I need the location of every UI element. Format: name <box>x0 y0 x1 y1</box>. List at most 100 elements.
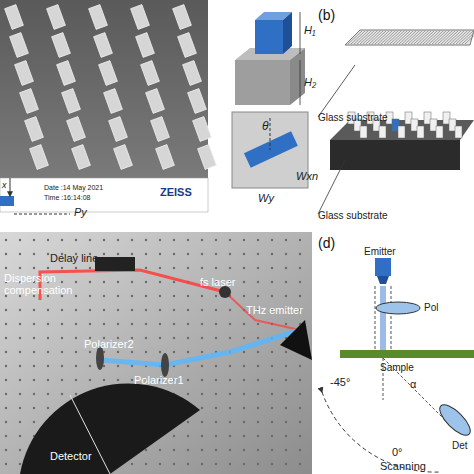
table-hole <box>19 351 21 353</box>
table-hole <box>243 407 245 409</box>
table-hole <box>257 393 259 395</box>
table-hole <box>5 435 7 437</box>
pillar <box>25 117 44 142</box>
top-glass <box>345 30 474 45</box>
grating-wire <box>372 31 386 44</box>
table-hole <box>201 393 203 395</box>
polarizer-mount <box>161 353 169 377</box>
table-hole <box>131 351 133 353</box>
table-hole <box>173 239 175 241</box>
table-hole <box>19 379 21 381</box>
table-hole <box>159 323 161 325</box>
panel-label: (b) <box>318 8 335 23</box>
table-hole <box>257 281 259 283</box>
table-hole <box>257 435 259 437</box>
table-hole <box>131 295 133 297</box>
table-hole <box>257 267 259 269</box>
pillar <box>198 145 217 170</box>
table-hole <box>215 253 217 255</box>
beam-edge <box>375 286 376 350</box>
pillar <box>193 117 212 142</box>
grating-wire <box>393 31 407 44</box>
grating-wire <box>444 31 458 44</box>
table-hole <box>47 365 49 367</box>
grating-wire <box>453 31 467 44</box>
table-hole <box>173 323 175 325</box>
table-hole <box>19 323 21 325</box>
table-hole <box>243 449 245 451</box>
dimension-label: Wxn <box>296 170 318 182</box>
table-hole <box>243 295 245 297</box>
table-hole <box>201 435 203 437</box>
table-hole <box>145 267 147 269</box>
table-hole <box>159 295 161 297</box>
table-hole <box>33 253 35 255</box>
table-hole <box>117 351 119 353</box>
grating-wire <box>438 31 452 44</box>
table-hole <box>89 267 91 269</box>
table-hole <box>215 463 217 465</box>
table-hole <box>5 449 7 451</box>
table-hole <box>257 351 259 353</box>
pillar <box>72 145 91 170</box>
table-hole <box>47 393 49 395</box>
table-hole <box>33 407 35 409</box>
table-hole <box>285 435 287 437</box>
table-hole <box>215 393 217 395</box>
sem-image <box>0 0 208 178</box>
unit-cell-piece <box>0 196 14 206</box>
table-hole <box>33 365 35 367</box>
pillar <box>146 89 165 114</box>
table-hole <box>243 337 245 339</box>
table-hole <box>19 449 21 451</box>
table-hole <box>5 351 7 353</box>
table-hole <box>285 295 287 297</box>
table-hole <box>285 351 287 353</box>
polarizer-symbol <box>376 302 420 314</box>
table-hole <box>117 239 119 241</box>
table-hole <box>173 295 175 297</box>
pillar <box>178 33 197 58</box>
table-hole <box>117 295 119 297</box>
table-hole <box>103 379 105 381</box>
table-hole <box>243 421 245 423</box>
table-hole <box>89 309 91 311</box>
panel-label: (d) <box>318 236 335 251</box>
pillar-side <box>283 12 292 54</box>
table-hole <box>47 253 49 255</box>
part-label: Det <box>452 440 468 451</box>
table-hole <box>257 239 259 241</box>
table-hole <box>271 365 273 367</box>
table-hole <box>145 337 147 339</box>
table-hole <box>5 463 7 465</box>
grating-wire <box>375 31 389 44</box>
table-hole <box>19 393 21 395</box>
table-hole <box>145 449 147 451</box>
table-hole <box>271 393 273 395</box>
grating-wire <box>390 31 404 44</box>
table-hole <box>61 365 63 367</box>
table-hole <box>33 351 35 353</box>
table-hole <box>201 323 203 325</box>
grating-wire <box>387 31 401 44</box>
table-hole <box>19 309 21 311</box>
table-hole <box>229 267 231 269</box>
table-hole <box>299 281 301 283</box>
table-hole <box>89 239 91 241</box>
sem-info-bar <box>0 178 208 212</box>
table-hole <box>5 421 7 423</box>
table-hole <box>201 267 203 269</box>
table-hole <box>145 239 147 241</box>
rotated-pillar <box>244 131 298 167</box>
table-hole <box>257 421 259 423</box>
angle-label: α <box>410 378 416 390</box>
leader-line <box>318 160 345 214</box>
table-hole <box>33 393 35 395</box>
table-hole <box>229 393 231 395</box>
sample-bar <box>340 350 474 358</box>
table-hole <box>131 239 133 241</box>
angle-label: 0° <box>392 446 403 458</box>
table-hole <box>19 337 21 339</box>
table-hole <box>75 281 77 283</box>
